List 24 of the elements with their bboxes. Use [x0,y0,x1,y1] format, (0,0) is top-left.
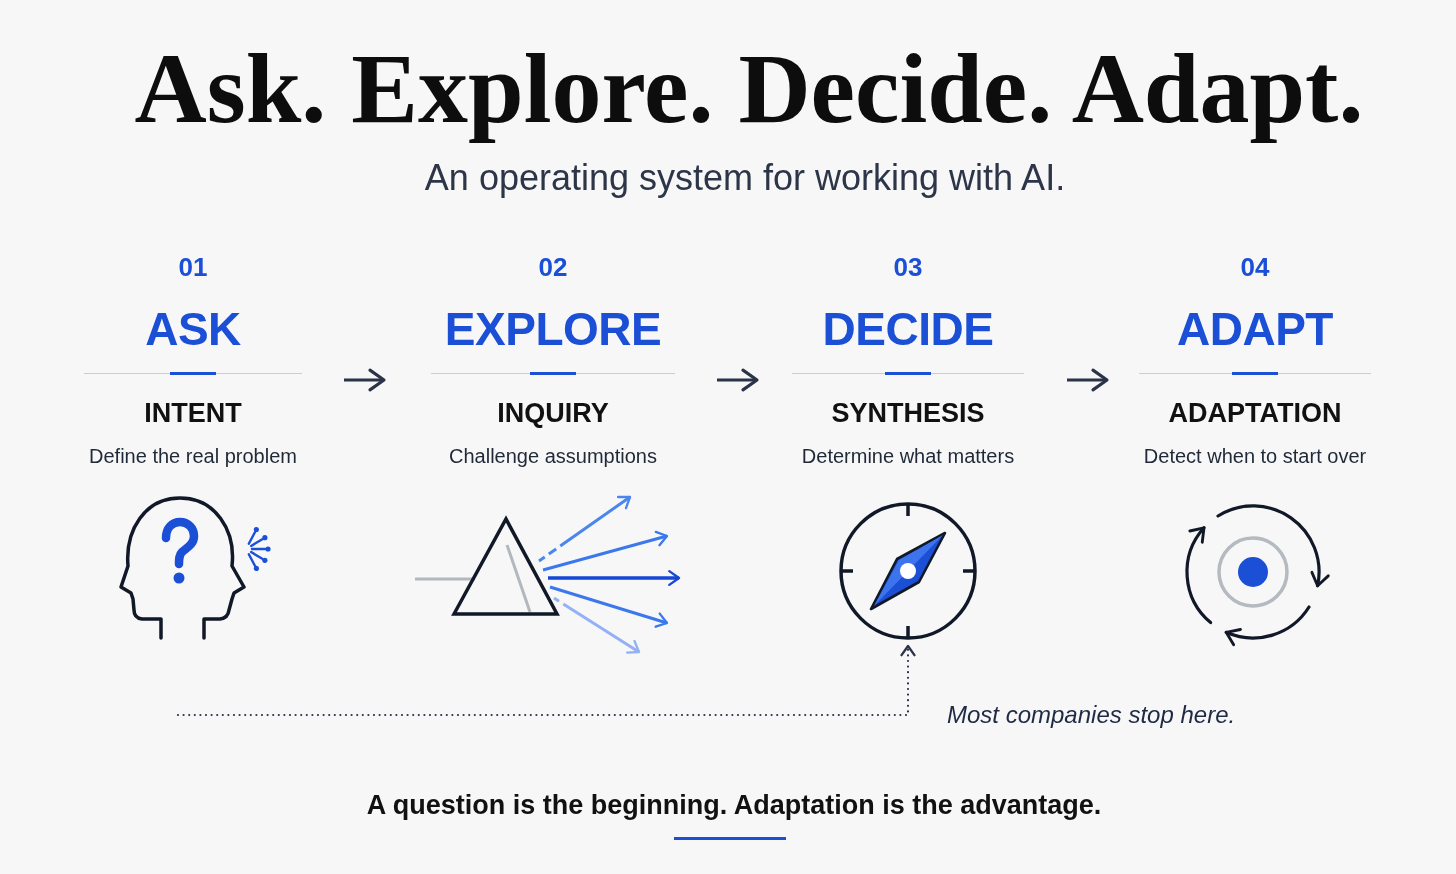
arrow [1067,368,1109,392]
dotted-arrow [176,644,916,717]
note-text: Most companies stop here. [947,701,1236,730]
stage-description: Define the real problem [89,444,297,468]
step-number: 03 [893,252,923,284]
stage-title: DECIDE [822,302,994,357]
stage-title: EXPLORE [444,302,662,357]
stage-title: ADAPT [1177,302,1333,357]
stage-description: Challenge assumptions [449,444,657,468]
stage-description: Determine what matters [801,444,1015,468]
caption-text: A question is the beginning. Adaptation is the advantage. [366,789,1102,822]
stage-title: ASK [145,302,241,357]
step-number: 02 [538,252,568,284]
stage-heading: ADAPTATION [1168,397,1342,430]
subtitle: An operating system for working with AI. [424,156,1066,200]
stage-heading: INTENT [144,397,242,430]
arrow [717,368,759,392]
page-title: Ask. Explore. Decide. Adapt. [134,32,1364,146]
stage-heading: INQUIRY [497,397,609,430]
step-number: 01 [178,252,208,284]
arrow [344,368,386,392]
stage-description: Detect when to start over [1143,444,1367,468]
stage-heading: SYNTHESIS [831,397,985,430]
step-number: 04 [1240,252,1270,284]
